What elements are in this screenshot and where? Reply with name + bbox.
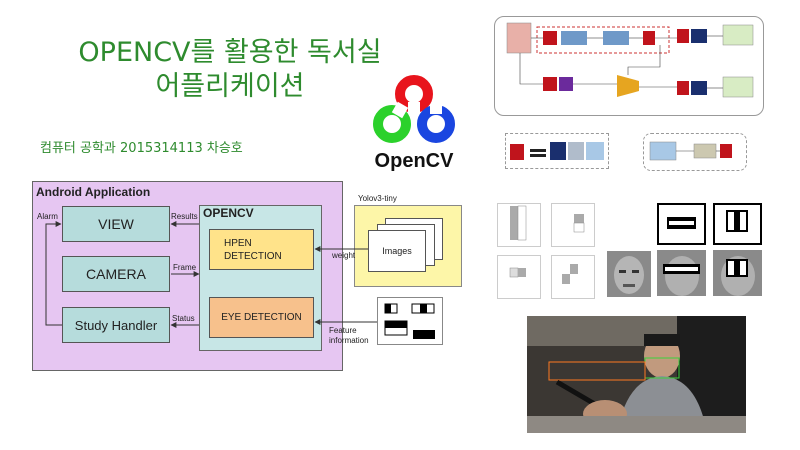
haar-feature-d: [551, 255, 595, 299]
webcam-detection-photo: [527, 316, 746, 433]
status-label: Status: [172, 314, 195, 323]
face-with-horizontal-feature: [657, 250, 706, 296]
haar-template-vertical: [713, 203, 762, 245]
haar-template-horizontal-figure: [667, 217, 696, 229]
results-label: Results: [171, 212, 198, 221]
face-horizontal-figure: [657, 250, 706, 296]
opencv-logo: OpenCV: [372, 74, 456, 172]
yolo-network-diagram: [494, 16, 764, 116]
subfigure-b-figure: [510, 142, 604, 160]
opencv-title: OPENCV: [203, 206, 254, 220]
haar-feature-c-figure: [509, 267, 526, 278]
network-subfigure-b: [505, 133, 609, 169]
opencv-logo-text: OpenCV: [374, 150, 454, 172]
diagram-arrows: [45, 221, 377, 328]
opencv-logo-icon: [373, 75, 455, 143]
network-architecture-figure: [506, 22, 754, 98]
network-subfigure-c: [643, 133, 747, 171]
hpen-detection-module: HPEN DETECTION: [209, 229, 314, 270]
subfigure-c-figure: [649, 141, 732, 161]
face-vertical-figure: [713, 250, 762, 296]
haar-feature-c: [497, 255, 541, 299]
camera-module: CAMERA: [62, 256, 170, 292]
face-sample-image: [607, 251, 651, 297]
page-title: OPENCV를 활용한 독서실 어플리케이션: [20, 36, 440, 104]
webcam-photo-figure: [527, 316, 746, 433]
images-stack-front: Images: [368, 230, 426, 272]
haar-feature-b: [551, 203, 595, 247]
title-line-2: 어플리케이션: [155, 71, 305, 102]
author-line: 컴퓨터 공학과 2015314113 차승호: [40, 141, 243, 156]
yolo-label: Yolov3-tiny: [358, 194, 397, 203]
face-sample-figure: [607, 251, 651, 297]
haar-feature-b-figure: [573, 214, 585, 233]
weight-label: weight: [332, 251, 356, 260]
hpen-detection-label: HPEN DETECTION: [224, 237, 282, 262]
eye-detection-module: EYE DETECTION: [209, 297, 314, 338]
haar-feature-a: [497, 203, 541, 247]
haar-feature-a-figure: [510, 205, 527, 241]
alarm-label: Alarm: [37, 212, 58, 221]
haar-template-horizontal: [657, 203, 706, 245]
haar-feature-icons: [384, 303, 435, 339]
architecture-diagram: Android Application OPENCV VIEW CAMERA S…: [32, 181, 462, 371]
android-application-title: Android Application: [36, 185, 151, 199]
title-line-1: OPENCV를 활용한 독서실: [78, 37, 382, 68]
view-module: VIEW: [62, 206, 170, 242]
feature-information-label: Feature information: [329, 326, 369, 345]
haar-template-vertical-figure: [726, 210, 748, 232]
face-with-vertical-feature: [713, 250, 762, 296]
study-handler-module: Study Handler: [62, 307, 170, 343]
haar-feature-d-figure: [562, 264, 578, 284]
frame-label: Frame: [173, 263, 197, 272]
